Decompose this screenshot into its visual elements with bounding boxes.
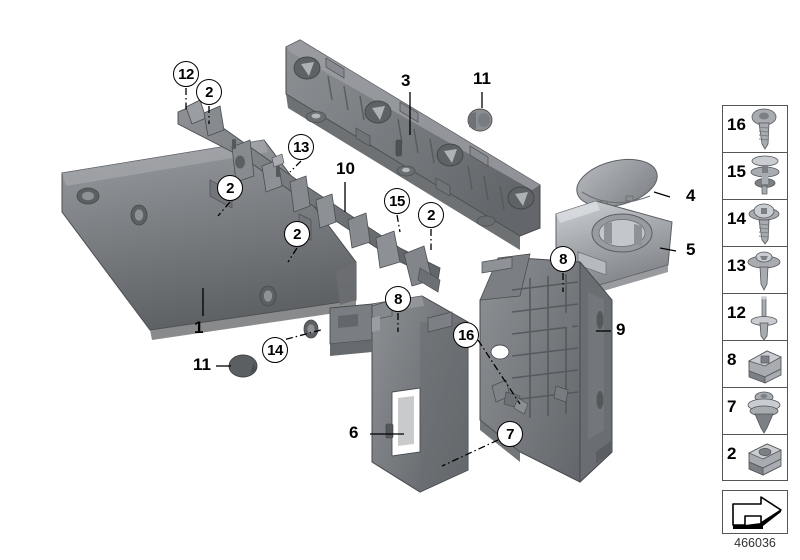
callout-bubble-7[interactable]: 7 xyxy=(497,421,523,447)
part-9-side-trim xyxy=(479,253,613,484)
legend-item-8[interactable]: 8 xyxy=(722,340,788,387)
part-10-bracket-rail xyxy=(177,99,441,293)
callout-label-10[interactable]: 10 xyxy=(336,159,355,178)
callout-label-11[interactable]: 11 xyxy=(473,69,491,88)
callout-label-9[interactable]: 9 xyxy=(616,320,626,339)
legend-item-number: 13 xyxy=(727,256,746,275)
callout-label-11[interactable]: 11 xyxy=(193,355,211,374)
legend-item-14[interactable]: 14 xyxy=(722,199,788,246)
legend-item-15[interactable]: 15 xyxy=(722,152,788,199)
expanding-rivet-with-cap-icon xyxy=(750,155,780,195)
callout-label-5[interactable]: 5 xyxy=(686,240,696,259)
callout-bubble-13[interactable]: 13 xyxy=(288,134,314,160)
fastener-legend: 16 15 14 13 xyxy=(722,105,788,481)
callout-bubble-14[interactable]: 14 xyxy=(262,337,288,363)
part-4-oval-lid xyxy=(576,158,658,208)
trim-panel-push-clip-icon xyxy=(747,391,781,434)
legend-item-number: 14 xyxy=(727,209,746,228)
callout-label-1[interactable]: 1 xyxy=(194,318,204,337)
metal-spring-nut-clip-icon xyxy=(747,350,782,384)
callout-bubble-2[interactable]: 2 xyxy=(196,79,222,105)
legend-item-12[interactable]: 12 xyxy=(722,293,788,341)
part-3-upper-rail xyxy=(285,39,541,250)
legend-arrow-box xyxy=(722,490,788,534)
long-expansion-rivet-icon xyxy=(750,296,778,341)
legend-item-number: 7 xyxy=(727,397,737,416)
callout-label-6[interactable]: 6 xyxy=(349,423,359,442)
legend-item-2[interactable]: 2 xyxy=(722,434,788,481)
callout-bubble-2[interactable]: 2 xyxy=(217,175,243,201)
u-nut-retainer-clip-icon xyxy=(748,443,782,476)
legend-item-16[interactable]: 16 xyxy=(722,105,788,152)
callout-bubble-12[interactable]: 12 xyxy=(173,61,199,87)
legend-item-7[interactable]: 7 xyxy=(722,387,788,434)
callout-bubble-8[interactable]: 8 xyxy=(385,286,411,312)
callout-bubble-15[interactable]: 15 xyxy=(384,188,410,214)
part-11-cap-upper xyxy=(467,108,493,132)
callout-bubble-8[interactable]: 8 xyxy=(550,246,576,272)
part-5-cupholder-housing xyxy=(555,200,673,292)
arrow-direction-icon xyxy=(732,496,782,529)
legend-item-number: 8 xyxy=(727,350,737,369)
callout-bubble-2[interactable]: 2 xyxy=(418,202,444,228)
callout-label-3[interactable]: 3 xyxy=(401,71,411,90)
part-11-cap-left xyxy=(228,354,258,378)
callout-bubble-2[interactable]: 2 xyxy=(284,221,310,247)
push-pin-clip-icon xyxy=(747,251,781,291)
part-6-center-panel xyxy=(329,295,469,493)
legend-item-number: 2 xyxy=(727,444,737,463)
legend-item-13[interactable]: 13 xyxy=(722,246,788,293)
legend-item-number: 15 xyxy=(727,162,746,181)
legend-item-number: 12 xyxy=(727,303,746,322)
diagram-id-number: 466036 xyxy=(734,536,776,550)
torx-pan-head-screw-icon xyxy=(751,108,777,150)
flanged-washer-screw-icon xyxy=(748,203,780,245)
leader-lines xyxy=(185,88,677,467)
callout-bubble-16[interactable]: 16 xyxy=(453,322,479,348)
part-1-trim-panel xyxy=(61,139,357,340)
legend-item-number: 16 xyxy=(727,115,746,134)
callout-label-4[interactable]: 4 xyxy=(686,186,696,205)
